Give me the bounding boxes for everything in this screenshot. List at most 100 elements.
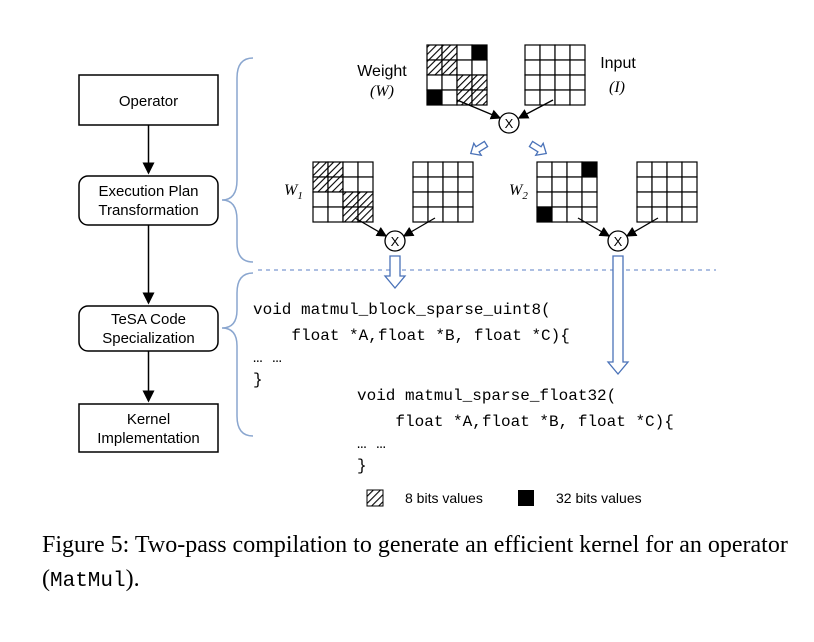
matrix-cell <box>539 59 556 76</box>
caption-code: MatMul <box>50 570 126 593</box>
legend-hatched-swatch <box>366 489 384 507</box>
matrix-cell <box>312 161 329 178</box>
matrix-cell <box>471 89 488 106</box>
matrix-cell <box>666 206 683 223</box>
legend: 8 bits values 32 bits values <box>366 489 642 507</box>
w2-matrix <box>536 161 598 223</box>
matrix-cell <box>539 44 556 61</box>
matrix-cell <box>536 206 553 223</box>
i1-to-op-line <box>402 217 436 237</box>
matrix-cell <box>536 161 553 178</box>
matrix-cell <box>427 206 444 223</box>
matrix-cell <box>551 161 568 178</box>
matrix-cell <box>412 161 429 178</box>
matrix-cell <box>426 44 443 61</box>
matrix-cell <box>357 206 374 223</box>
caption-suffix: ). <box>125 566 140 592</box>
matrix-cell <box>426 89 443 106</box>
multiply-op-w2-label: X <box>614 234 623 249</box>
bracket-codegen <box>221 272 254 437</box>
matrix-cell <box>524 89 541 106</box>
input-matrix <box>524 44 586 106</box>
matrix-cell <box>681 191 698 208</box>
matrix-cell <box>554 74 571 91</box>
matrix-cell <box>551 206 568 223</box>
weight-to-op-line <box>456 99 502 120</box>
matrix-cell <box>681 161 698 178</box>
code2-line2: float *A,float *B, float *C){ <box>357 413 674 431</box>
matrix-cell <box>536 176 553 193</box>
matrix-cell <box>312 191 329 208</box>
input-to-op-line <box>517 99 554 119</box>
matrix-cell <box>636 161 653 178</box>
matrix-cell <box>554 44 571 61</box>
matrix-cell <box>569 44 586 61</box>
input-label: Input <box>600 55 636 72</box>
input-matrix-copy-2 <box>636 161 698 223</box>
legend-solid-swatch <box>518 490 534 506</box>
matrix-cell <box>536 191 553 208</box>
matrix-cell <box>636 191 653 208</box>
input-var-label: (I) <box>609 79 625 96</box>
matrix-cell <box>342 176 359 193</box>
figure-caption: Figure 5: Two-pass compilation to genera… <box>42 528 802 599</box>
matrix-cell <box>441 89 458 106</box>
matrix-cell <box>427 161 444 178</box>
matrix-cell <box>327 206 344 223</box>
matrix-cell <box>636 206 653 223</box>
matrix-cell <box>471 74 488 91</box>
code1-line1: void matmul_block_sparse_uint8( <box>253 301 551 319</box>
matrix-cell <box>427 176 444 193</box>
legend-hatched-label: 8 bits values <box>405 490 483 506</box>
caption-text: Figure 5: Two-pass compilation to genera… <box>42 532 788 592</box>
matrix-cell <box>327 191 344 208</box>
tesa-label-line2: Specialization <box>102 330 195 347</box>
matrix-cell <box>524 44 541 61</box>
matrix-cell <box>441 44 458 61</box>
w1-to-op-line <box>354 217 388 237</box>
matrix-cell <box>426 74 443 91</box>
matrix-cell <box>442 206 459 223</box>
matrix-cell <box>651 191 668 208</box>
i2-to-op-line <box>625 217 659 237</box>
input-matrix-copy-1 <box>412 161 474 223</box>
code-block-1: void matmul_block_sparse_uint8( float *A… <box>253 301 570 389</box>
split-arrow-left <box>469 140 489 157</box>
code1-line4: } <box>253 371 263 389</box>
matrix-cell <box>581 161 598 178</box>
weight-matrix <box>426 44 488 106</box>
code1-line3: … … <box>253 349 282 367</box>
matrix-cell <box>441 59 458 76</box>
multiply-op-top-label: X <box>505 116 514 131</box>
matrix-cell <box>456 59 473 76</box>
matrix-cell <box>651 176 668 193</box>
multiply-op-w1 <box>384 230 406 252</box>
matrix-cell <box>412 176 429 193</box>
tesa-label-line1: TeSA Code <box>111 311 186 328</box>
matrix-cell <box>471 44 488 61</box>
matrix-cell <box>357 176 374 193</box>
code-block-2: void matmul_sparse_float32( float *A,flo… <box>357 387 674 475</box>
matrix-cell <box>327 161 344 178</box>
matrix-cell <box>569 59 586 76</box>
matrix-cell <box>456 44 473 61</box>
matrix-cell <box>426 59 443 76</box>
matrix-cell <box>427 191 444 208</box>
kernel-label-line1: Kernel <box>127 411 170 428</box>
matrix-cell <box>681 206 698 223</box>
matrix-cell <box>524 74 541 91</box>
code2-line1: void matmul_sparse_float32( <box>357 387 616 405</box>
w2-to-op-line <box>577 217 611 237</box>
multiply-op-w1-label: X <box>391 234 400 249</box>
matrix-cell <box>441 74 458 91</box>
w2-label: W2 <box>509 182 528 202</box>
multiply-op-top <box>498 112 520 134</box>
matrix-cell <box>551 176 568 193</box>
matrix-cell <box>412 206 429 223</box>
legend-solid-label: 32 bits values <box>556 490 642 506</box>
matrix-cell <box>342 191 359 208</box>
matrix-cell <box>581 176 598 193</box>
matrix-cell <box>569 74 586 91</box>
matrix-cell <box>442 161 459 178</box>
